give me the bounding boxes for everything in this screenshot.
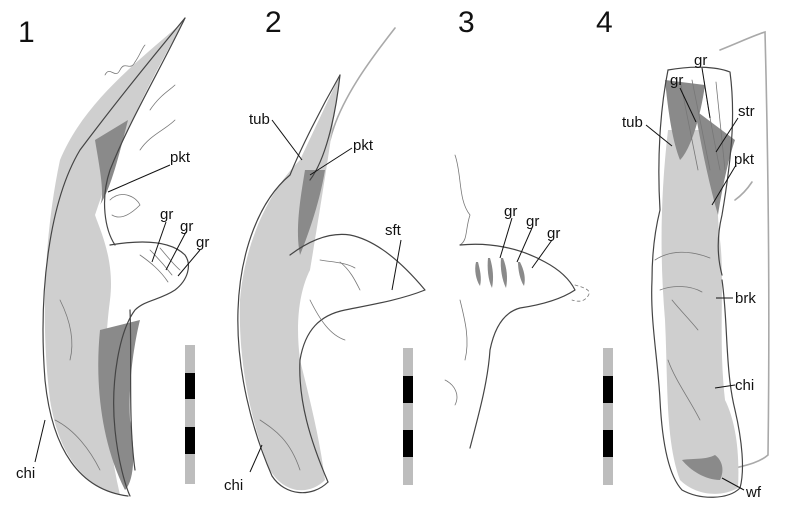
scale-segment-light xyxy=(185,345,195,373)
label-brk: brk xyxy=(735,290,756,307)
leader-line xyxy=(714,384,736,389)
scale-segment-dark xyxy=(185,427,195,454)
figure-4-drawing xyxy=(651,30,770,498)
scale-segment-light xyxy=(603,457,613,485)
scale-segment-dark xyxy=(403,430,413,457)
leader-line xyxy=(107,164,171,193)
label-chi: chi xyxy=(224,477,243,494)
label-chi: chi xyxy=(16,465,35,482)
figure-4-labels: gr gr tub str pkt brk chi wf xyxy=(622,52,762,501)
label-gr: gr xyxy=(504,203,517,220)
leader-line xyxy=(531,239,553,269)
leader-line xyxy=(271,119,303,161)
scale-segment-light xyxy=(185,399,195,427)
scale-bar-1 xyxy=(185,345,195,484)
scale-segment-light xyxy=(403,348,413,376)
label-pkt: pkt xyxy=(353,137,374,154)
scale-segment-dark xyxy=(185,373,195,399)
figure-number-4: 4 xyxy=(596,6,613,39)
figure-1-labels: pkt gr gr gr chi xyxy=(16,149,209,482)
scale-bar-2 xyxy=(403,348,413,485)
label-gr: gr xyxy=(180,218,193,235)
label-sft: sft xyxy=(385,222,402,239)
figure-2-drawing xyxy=(237,27,426,494)
figure-number-2: 2 xyxy=(265,6,282,39)
figure-number-1: 1 xyxy=(18,16,35,49)
scale-segment-light xyxy=(185,454,195,484)
label-chi: chi xyxy=(735,377,754,394)
scale-segment-light xyxy=(403,457,413,485)
figure-3-labels: gr gr gr xyxy=(499,203,560,269)
leader-line xyxy=(645,124,673,147)
label-pkt: pkt xyxy=(734,151,755,168)
leader-line xyxy=(715,117,739,153)
scale-segment-light xyxy=(403,403,413,430)
figure-3-drawing xyxy=(444,154,590,449)
leader-line xyxy=(516,227,533,263)
leader-line xyxy=(701,67,711,119)
leader-line xyxy=(499,217,513,259)
leader-line xyxy=(249,444,263,473)
leader-line xyxy=(177,249,201,277)
leader-line xyxy=(34,419,46,463)
scale-segment-dark xyxy=(603,430,613,457)
label-wf: wf xyxy=(745,484,762,501)
label-gr: gr xyxy=(196,234,209,251)
scale-segment-light xyxy=(603,403,613,430)
label-gr: gr xyxy=(670,72,683,89)
leader-line xyxy=(151,221,167,263)
leader-line xyxy=(391,239,402,291)
label-gr: gr xyxy=(694,52,707,69)
leader-line xyxy=(679,87,697,123)
scale-segment-dark xyxy=(403,376,413,403)
label-gr: gr xyxy=(547,225,560,242)
label-gr: gr xyxy=(526,213,539,230)
figure-2-labels: tub pkt sft chi xyxy=(224,111,402,494)
figure-1-drawing xyxy=(42,17,189,497)
label-pkt: pkt xyxy=(170,149,191,166)
figure-number-3: 3 xyxy=(458,6,475,39)
leader-line xyxy=(721,477,745,491)
label-tub: tub xyxy=(249,111,270,128)
leader-line xyxy=(309,147,353,176)
leader-line xyxy=(711,164,737,206)
scale-segment-light xyxy=(603,348,613,376)
label-gr: gr xyxy=(160,206,173,223)
scale-segment-dark xyxy=(603,376,613,403)
label-tub: tub xyxy=(622,114,643,131)
scale-bar-3 xyxy=(603,348,613,485)
label-str: str xyxy=(738,103,755,120)
leader-line xyxy=(165,231,187,271)
